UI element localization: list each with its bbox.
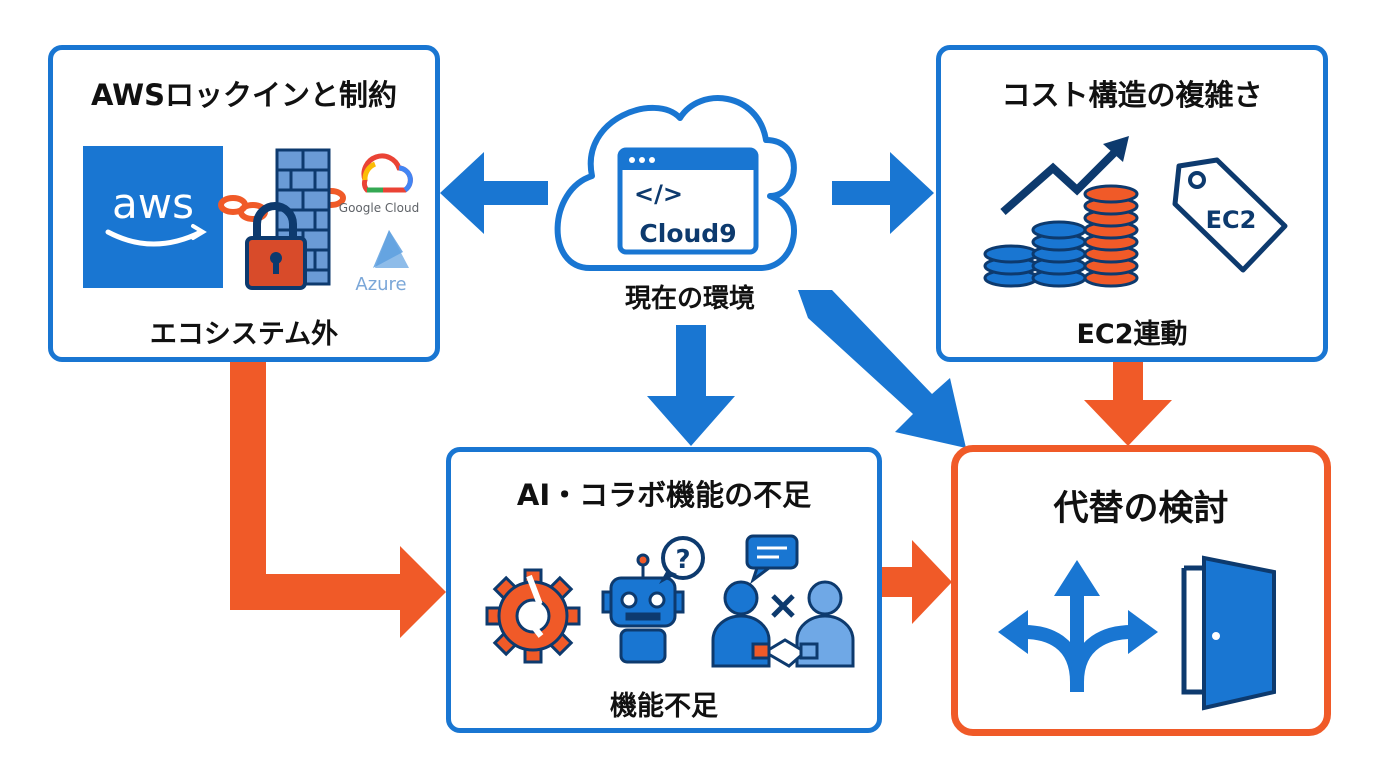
features-title: AI・コラボ機能の不足 — [516, 478, 812, 512]
alternative-box: 代替の検討 — [951, 445, 1331, 736]
center-caption: 現在の環境 — [625, 283, 755, 314]
arrow-features-to-alternative — [882, 540, 952, 624]
price-tag-icon: EC2 — [1172, 157, 1288, 273]
cost-box: コスト構造の複雑さ — [936, 45, 1328, 362]
robot-icon — [601, 553, 685, 664]
features-illustration: ? — [485, 534, 855, 668]
chat-bubble-icon — [745, 534, 799, 585]
arrow-to-cost — [832, 152, 934, 234]
cost-illustration: EC2 — [983, 136, 1288, 288]
open-door-icon — [1181, 555, 1276, 711]
branching-arrows-icon — [998, 560, 1158, 692]
alternative-illustration — [998, 555, 1276, 711]
lockin-title: AWSロックインと制約 — [90, 78, 397, 112]
arrow-to-alternative — [798, 290, 966, 448]
trend-up-arrow-icon — [1000, 136, 1129, 216]
aws-logo-icon: aws — [83, 146, 223, 288]
arrow-to-features — [647, 325, 735, 446]
arrow-cost-to-alternative — [1084, 358, 1172, 446]
azure-icon: Azure — [355, 230, 409, 295]
cloud9-label: Cloud9 — [639, 219, 736, 248]
lockin-illustration: aws — [83, 146, 419, 295]
ec2-tag-label: EC2 — [1206, 206, 1257, 234]
question-mark: ? — [675, 545, 690, 575]
padlock-icon — [245, 202, 307, 290]
cost-caption: EC2連動 — [1076, 319, 1188, 350]
cost-title: コスト構造の複雑さ — [1001, 78, 1263, 112]
browser-window-icon — [617, 147, 759, 255]
google-cloud-label: Google Cloud — [339, 201, 419, 215]
aws-logo-text: aws — [112, 179, 194, 228]
azure-label: Azure — [355, 274, 406, 295]
alternative-title: 代替の検討 — [1053, 489, 1229, 529]
arrow-to-lockin — [440, 152, 548, 234]
coin-stacks-icon — [983, 184, 1139, 288]
code-symbol: </> — [634, 180, 683, 208]
lockin-box: AWSロックインと制約 aws — [48, 45, 440, 362]
question-bubble-icon: ? — [659, 536, 705, 584]
broken-gear-icon — [485, 568, 581, 664]
features-caption: 機能不足 — [610, 691, 718, 722]
features-box: AI・コラボ機能の不足 — [446, 447, 882, 733]
arrow-lockin-to-features — [230, 358, 446, 638]
people-handshake-icon — [711, 580, 855, 668]
google-cloud-icon: Google Cloud — [339, 153, 419, 215]
lockin-caption: エコシステム外 — [149, 319, 339, 350]
